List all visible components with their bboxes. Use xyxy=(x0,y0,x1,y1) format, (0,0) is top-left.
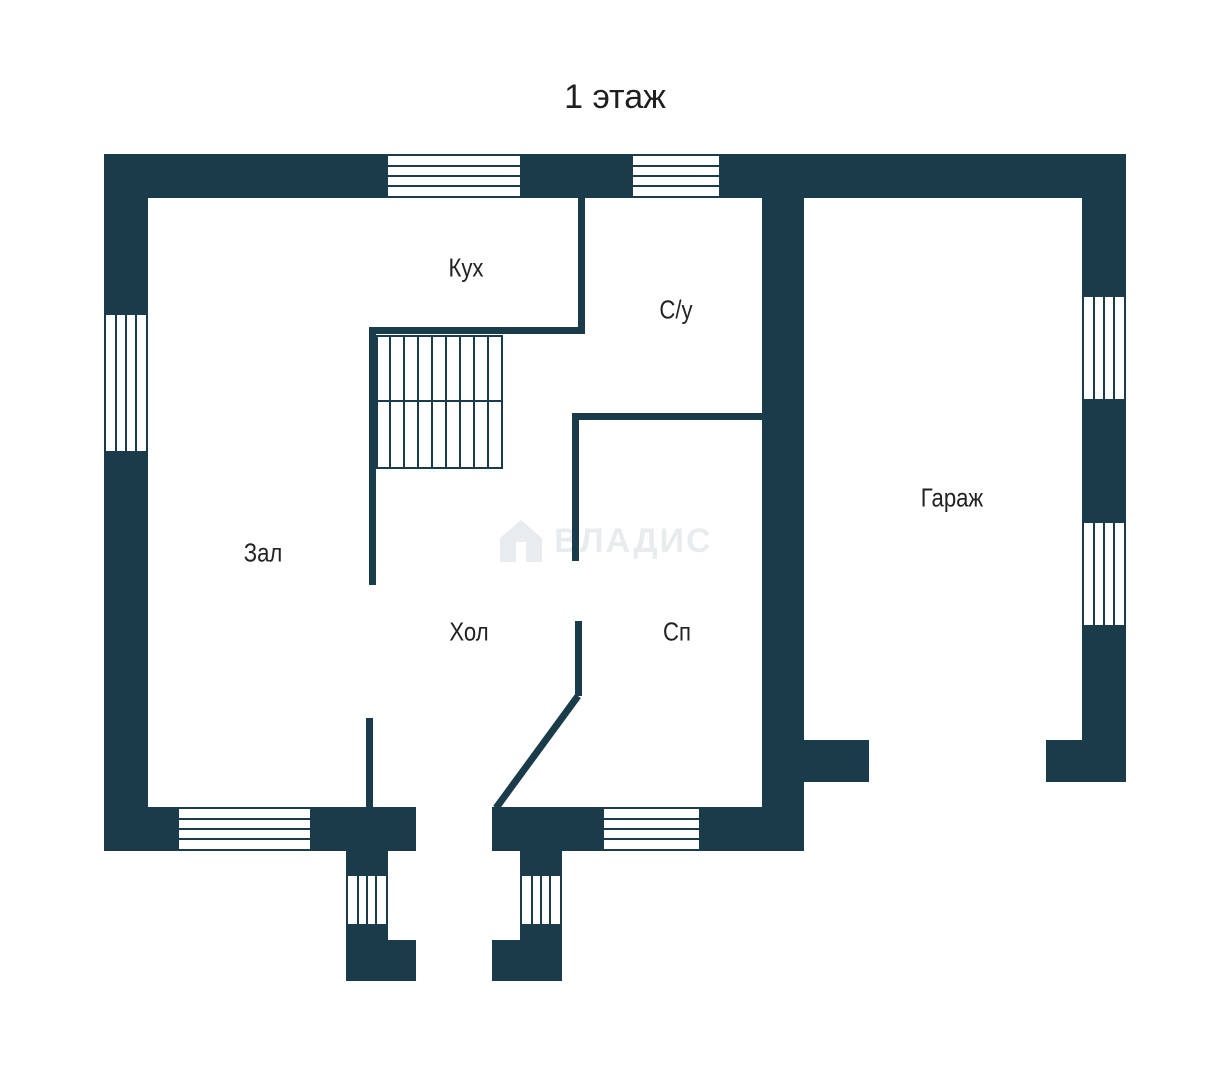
porch-left-foot xyxy=(346,940,416,981)
wall-stair-left xyxy=(369,327,376,585)
wall-bath-bottom xyxy=(572,413,762,420)
wall-top xyxy=(104,154,1126,198)
walls xyxy=(104,154,1126,981)
staircase xyxy=(376,335,503,469)
porch-right-foot xyxy=(492,940,562,981)
room-label-bedroom: Сп xyxy=(663,616,691,647)
wall-bedroom-lower xyxy=(575,621,582,696)
wall-garage-divider xyxy=(762,154,804,851)
room-label-kitchen: Кух xyxy=(448,252,484,283)
wall-kitchen-horizontal xyxy=(369,327,585,334)
wall-left xyxy=(104,154,148,851)
wall-bedroom-upper xyxy=(572,413,579,561)
room-label-hall: Зал xyxy=(243,537,283,568)
window-lines xyxy=(115,165,1115,924)
room-label-garage: Гараж xyxy=(920,482,984,513)
wall-garage-right xyxy=(1082,154,1126,782)
room-label-corridor: Хол xyxy=(449,616,489,647)
watermark-text: ВЛАДИС xyxy=(554,521,713,560)
garage-door-post-right xyxy=(1046,740,1126,782)
house-logo-icon xyxy=(500,520,542,562)
watermark: ВЛАДИС xyxy=(498,518,713,564)
wall-kitchen-vertical xyxy=(578,198,585,334)
room-label-bathroom: С/у xyxy=(659,294,693,325)
wall-hall-stub xyxy=(366,718,373,808)
wall-bedroom-diagonal xyxy=(493,693,581,811)
garage-door-post-left xyxy=(804,740,869,782)
floor-title: 1 этаж xyxy=(564,78,666,116)
